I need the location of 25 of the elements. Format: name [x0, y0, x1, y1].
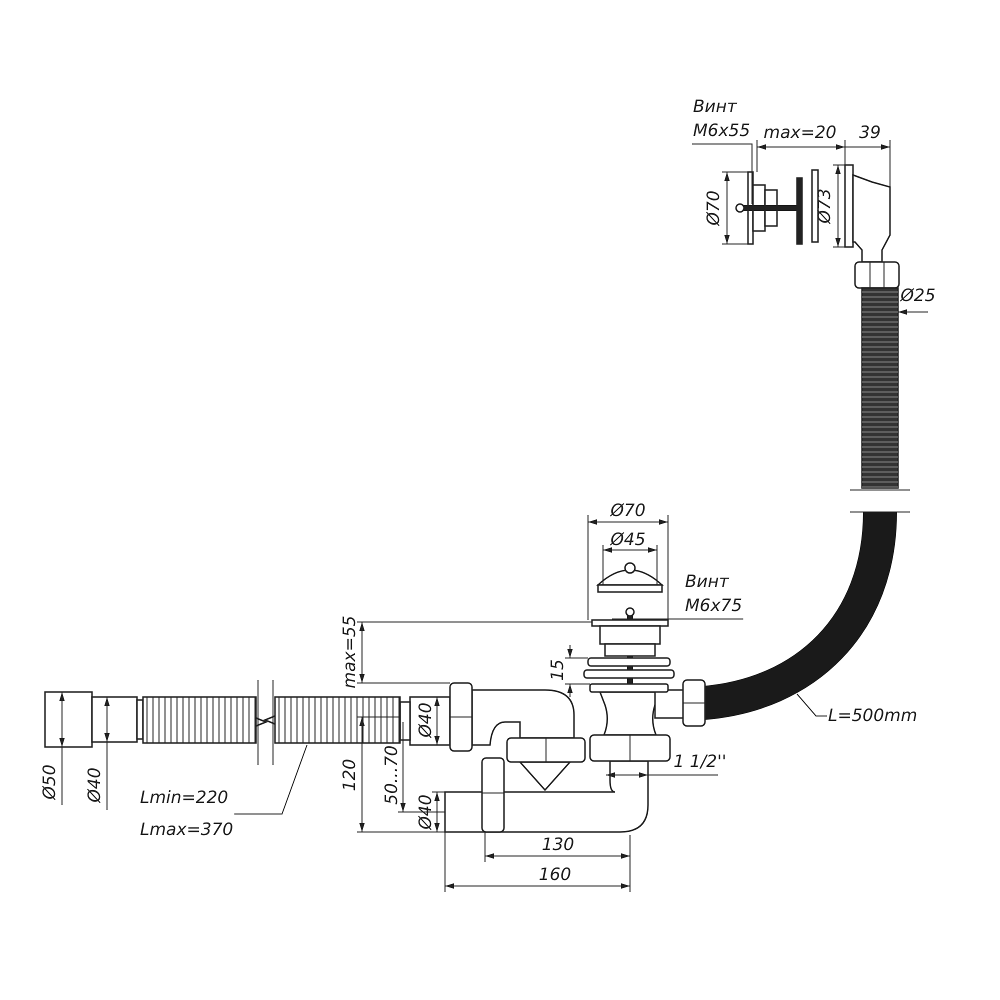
leader-line [234, 744, 308, 814]
dimension-label: Ø45 [610, 530, 646, 550]
dimension-label: 50...70 [382, 745, 402, 805]
dimension-label: Ø50 [40, 764, 60, 800]
callout-label: Lmin=220 Lmax=370 [140, 782, 234, 846]
dimension-label: Ø40 [85, 768, 105, 802]
leader-line [692, 144, 752, 204]
dimension-label: max=55 [340, 616, 360, 688]
dimension-label: Ø40 [416, 702, 436, 738]
leader-line [796, 694, 828, 716]
dimension-label: 120 [340, 758, 360, 792]
dimension-label: 39 [859, 123, 881, 143]
callout-label: Винт M6x55 [693, 95, 750, 143]
dimension-label: Ø70 [704, 190, 724, 226]
dimension-label: Ø40 [416, 794, 436, 830]
dimension-label: 1 1/2'' [674, 752, 726, 772]
dimension-label: Ø25 [900, 286, 936, 306]
callout-label: L=500mm [828, 704, 918, 728]
dimension-label: 15 [548, 659, 568, 681]
dimension-label: 130 [542, 835, 574, 855]
callout-label: Винт M6x75 [685, 570, 742, 618]
dimension-label: max=20 [764, 123, 836, 143]
dimension-label: 160 [538, 865, 572, 885]
dimension-label: Ø70 [610, 501, 646, 521]
leader-line [612, 618, 744, 620]
